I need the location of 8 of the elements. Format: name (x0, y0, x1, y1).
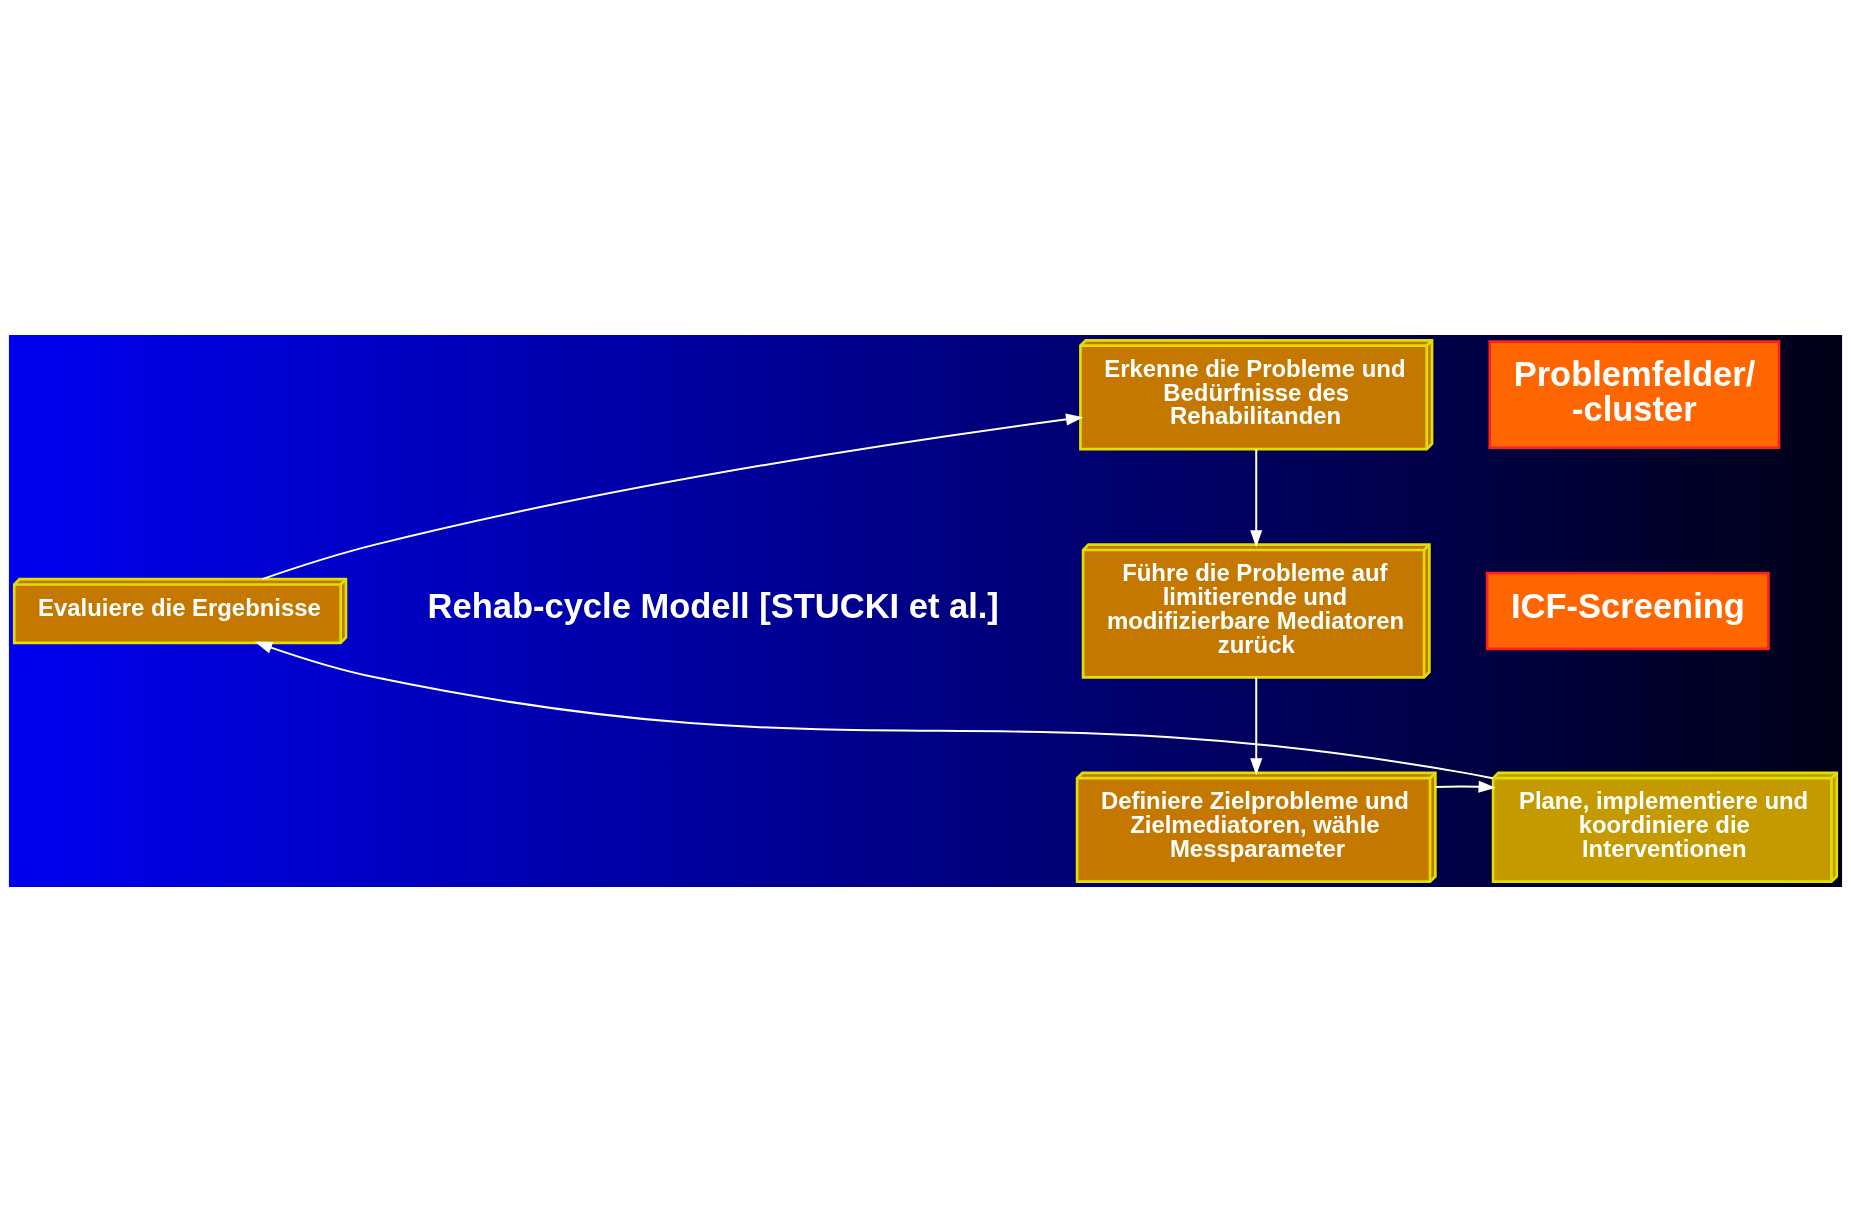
arrow (1434, 780, 1496, 793)
arrow (1250, 447, 1263, 547)
label: Rehab-cycle Modell [STUCKI et al.] (427, 586, 999, 625)
node-box: ICF-Screening (1485, 571, 1770, 650)
arrow (1250, 676, 1263, 776)
node-box: Problemfelder/ -cluster (1488, 339, 1781, 449)
arrow (261, 412, 1084, 580)
arrow (254, 641, 1494, 779)
